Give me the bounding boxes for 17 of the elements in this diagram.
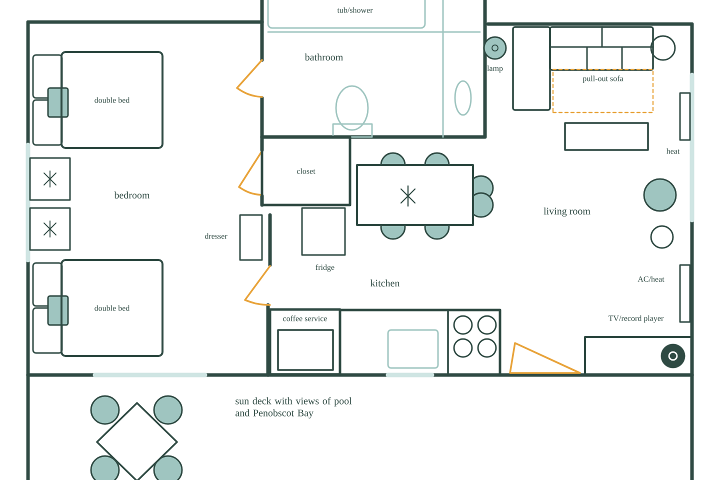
- fixture-label: heat: [666, 148, 680, 154]
- closet: closet: [260, 136, 352, 206]
- fixture-label: dresser: [204, 233, 228, 239]
- fixture-label: tub/shower: [337, 7, 373, 13]
- fixture-label: TV/record player: [608, 315, 664, 323]
- cabinet: coffee service: [268, 308, 342, 376]
- room-label: bathroom: [304, 53, 344, 61]
- double-bed: double bed: [60, 259, 164, 357]
- fixture-label: AC/heat: [638, 276, 664, 282]
- pull-out-sofa: pull-out sofa: [552, 68, 654, 114]
- room-label: sun deck with views of pool and Penobscot Bay: [236, 397, 352, 418]
- double-bed: double bed: [60, 51, 164, 149]
- room-label: bedroom: [114, 191, 150, 199]
- room-label: kitchen: [370, 279, 400, 287]
- fixture-label: lamp: [487, 65, 503, 73]
- fixture-label: fridge: [316, 264, 334, 272]
- room-label: living room: [544, 207, 590, 217]
